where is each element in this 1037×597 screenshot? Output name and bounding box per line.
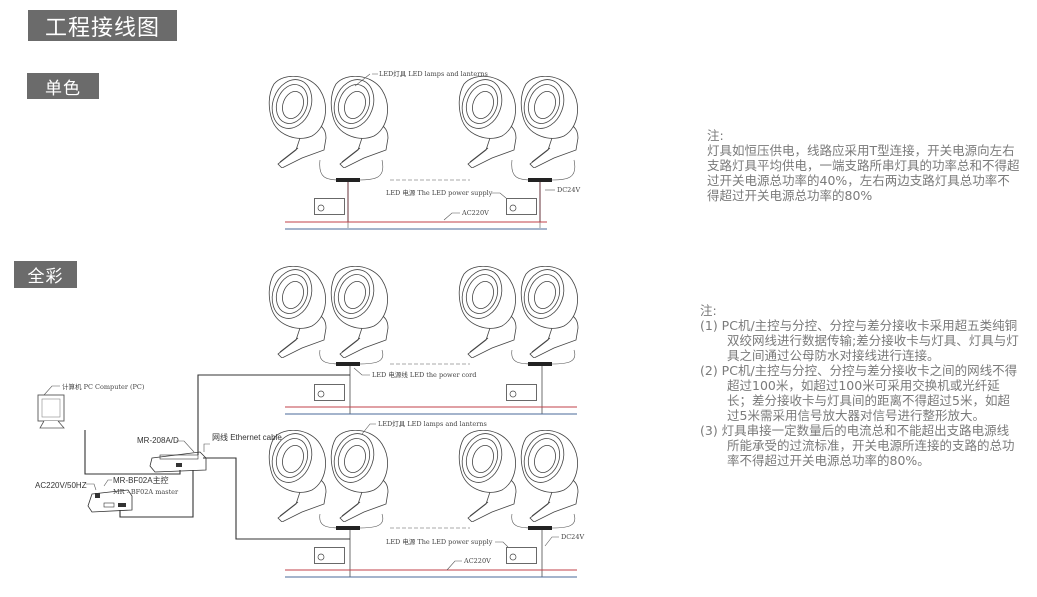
power-supply-box	[507, 548, 537, 564]
control-system: 计算机 PC Computer (PC) MR-208A/D 网线 Ethern…	[35, 374, 350, 540]
note-item: (1) PC机/主控与分控、分控与差分接收卡采用超五类纯铜双绞网线进行数据传输;…	[700, 318, 1019, 363]
led-lamp	[328, 264, 388, 358]
switch-label: MR-208A/D	[137, 436, 179, 445]
page-title: 工程接线图	[28, 10, 177, 41]
t-connector	[528, 178, 552, 182]
led-lamp	[266, 428, 326, 522]
power-supply-label: LED 电源 The LED power supply	[386, 537, 493, 546]
led-lamp	[328, 428, 388, 522]
power-supply-box	[507, 385, 537, 401]
led-lamp	[518, 428, 578, 522]
ethernet-cable-master	[119, 470, 194, 518]
power-supply-box	[315, 385, 345, 401]
power-supply-label: LED 电源 The LED power supply	[386, 188, 493, 197]
note-heading: 注:	[707, 128, 724, 143]
led-lamp	[266, 264, 326, 358]
t-connector	[528, 526, 552, 530]
power-supply-box	[315, 548, 345, 564]
mains-label: AC220V/50HZ	[35, 481, 87, 490]
led-lamp	[518, 74, 578, 168]
note-text: 灯具如恒压供电，线路应采用T型连接，开关电源向左右支路灯具平均供电，一端支路所串…	[707, 143, 1020, 203]
switch-mr-208a	[149, 451, 207, 473]
ac220v-label: AC220V	[463, 557, 491, 565]
led-lamp	[456, 264, 516, 358]
full-lamp-group-1: LED 电源线 LED the power cord	[266, 264, 578, 415]
pc-label: 计算机 PC Computer (PC)	[62, 382, 145, 391]
ac220v-label: AC220V	[461, 209, 489, 217]
led-lamp	[266, 74, 326, 168]
mono-wiring-note: 注: 灯具如恒压供电，线路应采用T型连接，开关电源向左右支路灯具平均供电，一端支…	[707, 128, 1022, 203]
ethernet-cable-pc	[84, 430, 181, 475]
ethernet-cable-group-2	[203, 457, 350, 540]
lamps-label: LED灯具 LED lamps and lanterns	[379, 69, 488, 78]
led-lamp	[456, 74, 516, 168]
note-item: (2) PC机/主控与分控、分控与差分接收卡之间的网线不得超过100米，如超过1…	[700, 363, 1018, 423]
led-lamp	[328, 74, 388, 168]
t-connector	[336, 362, 360, 366]
dc24v-label: DC24V	[561, 533, 584, 541]
t-connector	[528, 362, 552, 366]
full-lamp-group-2: LED灯具 LED lamps and lanterns LED 电源 The …	[266, 419, 584, 578]
pc-monitor	[37, 394, 65, 429]
power-cord-label: LED 电源线 LED the power cord	[372, 370, 476, 379]
power-supply-box	[507, 199, 537, 215]
led-lamp	[456, 428, 516, 522]
master-label-en: MR - BF02A master	[113, 488, 179, 496]
master-label-cn: MR-BF02A主控	[113, 475, 169, 485]
section-full-color-label: 全彩	[14, 261, 77, 288]
t-connector	[336, 526, 360, 530]
note-item: (3) 灯具串接一定数量后的电流总和不能超出支路电源线所能承受的过流标准，开关电…	[700, 423, 1015, 468]
full-color-wiring-note: 注: (1) PC机/主控与分控、分控与差分接收卡采用超五类纯铜双绞网线进行数据…	[700, 303, 1020, 468]
note-heading: 注:	[700, 303, 717, 318]
t-connector	[336, 178, 360, 182]
lamps-label: LED灯具 LED lamps and lanterns	[378, 419, 487, 428]
master-controller-mr-bf02a	[87, 489, 133, 513]
ethernet-cable-group-1	[197, 374, 350, 455]
section-mono-label: 单色	[27, 73, 99, 99]
mono-lamp-group: LED灯具 LED lamps and lanterns LED 电源 The …	[266, 69, 580, 230]
power-supply-box	[315, 199, 345, 215]
ethernet-label: 网线 Ethernet cable	[212, 432, 282, 442]
dc24v-label: DC24V	[557, 186, 580, 194]
led-lamp	[518, 264, 578, 358]
